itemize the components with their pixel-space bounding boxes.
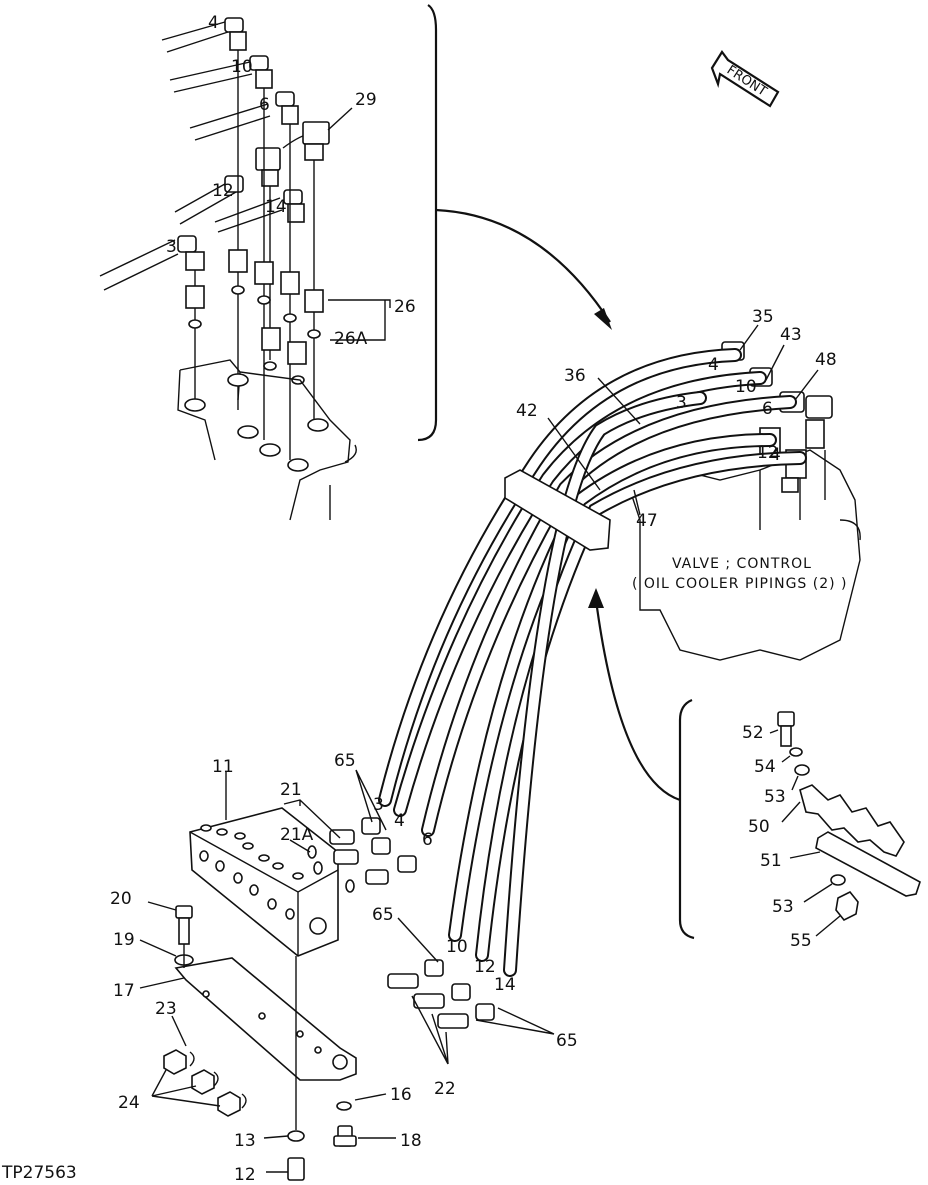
hose-tag: 3 [373, 795, 384, 815]
callout-48: 48 [815, 350, 837, 370]
callout-12: 12 [234, 1165, 256, 1185]
mounting-plate [174, 957, 357, 1081]
hose-tag: 4 [770, 445, 781, 465]
hose-tag: 4 [208, 13, 219, 33]
detail-hoses [99, 21, 316, 291]
detail-elbows [177, 17, 330, 271]
callout-36: 36 [564, 366, 586, 386]
front-direction-arrow: FRONT [710, 50, 780, 108]
flow-arrow-top [435, 208, 611, 323]
callout-22: 22 [434, 1079, 456, 1099]
hose-tag: 6 [762, 399, 773, 419]
arrowhead [594, 308, 612, 330]
manifold-block [189, 807, 339, 957]
detail-connectors [185, 50, 324, 460]
control-valve-body [629, 449, 861, 661]
detail-view-valve-fittings: 4 10 6 12 14 3 29 26 26A [99, 4, 438, 521]
callout-52: 52 [742, 723, 764, 743]
callout-51: 51 [760, 851, 782, 871]
callout-21a: 21A [280, 825, 314, 845]
hose-clamp [504, 469, 611, 551]
callout-35: 35 [752, 307, 774, 327]
hose-tag: 12 [212, 181, 234, 201]
callout-65: 65 [334, 751, 356, 771]
hose-tag: 10 [446, 937, 468, 957]
callout-19: 19 [113, 930, 135, 950]
callout-53: 53 [764, 787, 786, 807]
callout-26a: 26A [334, 329, 368, 349]
callout-65: 65 [556, 1031, 578, 1051]
hose-tag: 10 [231, 57, 253, 77]
hose-tag: 6 [422, 830, 433, 850]
right-assembly: 4 10 3 6 12 4 35 43 48 36 42 47 VALVE ; … [378, 307, 861, 977]
flow-arrow-clamp [594, 599, 681, 802]
callout-42: 42 [516, 401, 538, 421]
caption-line2: ( OIL COOLER PIPINGS (2) ) [632, 576, 848, 592]
hose-tag: 14 [494, 975, 516, 995]
hose-tag: 12 [757, 443, 779, 463]
hose-tag: 4 [394, 811, 405, 831]
callout-53: 53 [772, 897, 794, 917]
callout-54: 54 [754, 757, 776, 777]
hose-tag: 10 [735, 377, 757, 397]
callout-16: 16 [390, 1085, 412, 1105]
detail-valve-body [177, 359, 357, 521]
clamp-detail-bracket [678, 698, 695, 940]
callout-55: 55 [790, 931, 812, 951]
callout-17: 17 [113, 981, 135, 1001]
detail-bracket [417, 4, 438, 442]
callout-50: 50 [748, 817, 770, 837]
caption-line1: VALVE ; CONTROL [672, 556, 812, 572]
manifold-ports [199, 824, 327, 935]
callout-11: 11 [212, 757, 234, 777]
clamp-detail-view: 52 54 53 50 51 53 55 [678, 698, 921, 951]
hose-tag: 12 [474, 957, 496, 977]
callout-24: 24 [118, 1093, 140, 1113]
arrowhead [588, 588, 604, 608]
manifold-assembly: 3 4 6 10 12 14 11 21 2 [110, 751, 578, 1185]
hose-tag: 14 [265, 197, 287, 217]
hose-tag: 6 [259, 95, 270, 115]
callout-18: 18 [400, 1131, 422, 1151]
callout-47: 47 [636, 511, 658, 531]
callout-21: 21 [280, 780, 302, 800]
callout-23: 23 [155, 999, 177, 1019]
callout-43: 43 [780, 325, 802, 345]
callout-26: 26 [394, 297, 416, 317]
hose-tag: 4 [708, 355, 719, 375]
callout-65: 65 [372, 905, 394, 925]
callout-13: 13 [234, 1131, 256, 1151]
callout-29: 29 [355, 90, 377, 110]
hose-tag: 3 [166, 237, 177, 257]
callout-20: 20 [110, 889, 132, 909]
detail-hose-tags: 4 10 6 12 14 3 [166, 13, 287, 257]
figure-id: TP27563 [1, 1163, 77, 1183]
hose-bundle [378, 348, 807, 977]
hose-tag: 3 [676, 393, 687, 413]
